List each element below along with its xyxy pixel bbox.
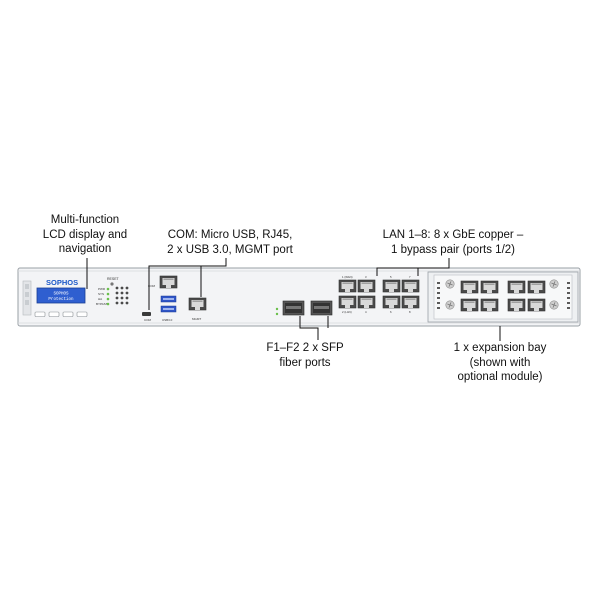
- callout-line: 2 x USB 3.0, MGMT port: [167, 243, 293, 256]
- lan-port-4[interactable]: [357, 295, 376, 309]
- screw-icon: [549, 300, 559, 310]
- callout-leader-lines: [86, 258, 501, 341]
- lan-label-top-1: 1 (WAN): [342, 275, 353, 279]
- callout-com-ports: COM: Micro USB, RJ45, 2 x USB 3.0, MGMT …: [150, 228, 310, 257]
- screw-icon: [445, 300, 455, 310]
- screw-icon: [549, 279, 559, 289]
- callout-line: F1–F2 2 x SFP: [266, 342, 344, 354]
- leader-com: [148, 258, 227, 310]
- expansion-port[interactable]: [480, 280, 499, 294]
- callout-line: Multi-function: [50, 214, 120, 226]
- nav-button-4[interactable]: [76, 311, 88, 317]
- lcd-line-1: SOPHOS: [53, 293, 69, 297]
- micro-usb-label: COM: [144, 318, 152, 322]
- expansion-port[interactable]: [460, 298, 479, 312]
- lan-label-bottom-1: 2 (LAN): [342, 310, 352, 314]
- expansion-port[interactable]: [480, 298, 499, 312]
- nav-button-3[interactable]: [62, 311, 74, 317]
- lan-port-6[interactable]: [382, 295, 401, 309]
- lan-label-bottom-4: 8: [409, 310, 411, 314]
- screw-icon: [445, 279, 455, 289]
- sfp-port-f2[interactable]: [310, 300, 333, 316]
- led-label-sys: SYS: [98, 292, 104, 296]
- led-label-ha: HA: [98, 297, 102, 301]
- callout-line: 1 x expansion bay: [453, 342, 547, 354]
- nav-button-1[interactable]: [34, 311, 46, 317]
- sfp-port-f1[interactable]: [282, 300, 305, 316]
- led-label-bypass: BYPASS: [96, 302, 108, 306]
- mgmt-label: MGMT: [192, 317, 201, 321]
- expansion-port[interactable]: [507, 280, 526, 294]
- usb-label: USB3.0: [162, 318, 173, 322]
- left-rack-ear: [22, 280, 32, 316]
- lan-label-bottom-3: 6: [390, 310, 392, 314]
- com-rj45-port[interactable]: [159, 275, 178, 289]
- nav-button-2[interactable]: [48, 311, 60, 317]
- lan-label-top-3: 5: [390, 275, 392, 279]
- leader-sfp: [299, 316, 319, 340]
- lan-port-labels: 1 (WAN) 3 5 7 2 (LAN) 4 6 8: [342, 275, 411, 314]
- expansion-port[interactable]: [527, 280, 546, 294]
- lan-port-5[interactable]: [382, 279, 401, 293]
- callout-line: optional module): [457, 371, 543, 383]
- expansion-vent-left: [437, 282, 440, 309]
- reset-label: RESET: [107, 277, 120, 281]
- mgmt-port[interactable]: [188, 297, 207, 311]
- callout-line: LAN 1–8: 8 x GbE copper –: [382, 229, 524, 241]
- lan-port-7[interactable]: [401, 279, 420, 293]
- lan-port-3[interactable]: [357, 279, 376, 293]
- callout-lcd-display: Multi-function LCD display and navigatio…: [30, 213, 140, 257]
- callout-sfp-ports: F1–F2 2 x SFP fiber ports: [245, 341, 365, 370]
- expansion-vent-right: [567, 282, 570, 309]
- expansion-port[interactable]: [460, 280, 479, 294]
- leader-lan: [376, 258, 450, 276]
- callout-line: LCD display and: [42, 228, 128, 241]
- brand-logo: SOPHOS: [46, 278, 78, 287]
- lan-port-1[interactable]: [338, 279, 357, 293]
- lan-port-2[interactable]: [338, 295, 357, 309]
- callout-line: 1 bypass pair (ports 1/2): [390, 243, 515, 256]
- expansion-port[interactable]: [527, 298, 546, 312]
- callout-line: COM: Micro USB, RJ45,: [167, 229, 293, 241]
- lan-port-8[interactable]: [401, 295, 420, 309]
- micro-usb-port[interactable]: [142, 312, 151, 316]
- callout-line: fiber ports: [279, 356, 331, 369]
- callout-line: navigation: [58, 243, 112, 255]
- lan-label-bottom-2: 4: [365, 310, 367, 314]
- lan-label-top-4: 7: [409, 275, 411, 279]
- lcd-display: [36, 287, 86, 304]
- callout-line: (shown with: [469, 356, 531, 369]
- lan-label-top-2: 3: [365, 275, 367, 279]
- lcd-line-2: Protection: [48, 297, 74, 302]
- com-rj45-label: COM: [148, 284, 156, 288]
- callout-expansion-bay: 1 x expansion bay (shown with optional m…: [425, 341, 575, 385]
- status-leds: PWR SYS HA BYPASS: [96, 287, 110, 306]
- reset-button[interactable]: [110, 282, 114, 286]
- callout-lan-ports: LAN 1–8: 8 x GbE copper – 1 bypass pair …: [362, 228, 544, 257]
- expansion-port[interactable]: [507, 298, 526, 312]
- led-grid: [115, 286, 129, 305]
- led-label-pwr: PWR: [98, 287, 106, 291]
- sfp-leds: [275, 307, 279, 316]
